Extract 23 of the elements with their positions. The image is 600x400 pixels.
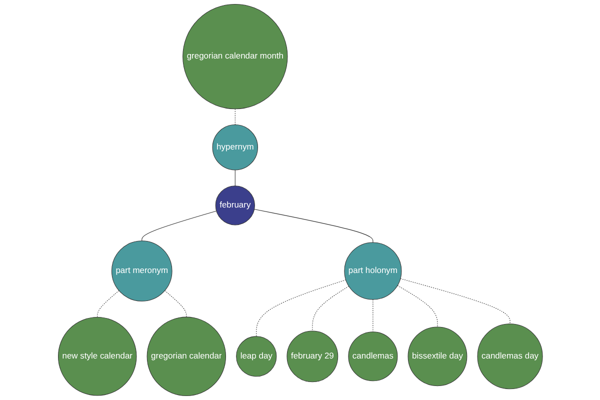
node-circle: hypernym [212, 124, 258, 170]
node-circle: candlemas day [476, 324, 542, 390]
node-circle: bissextile day [407, 326, 467, 386]
node-circle: candlemas [348, 332, 398, 382]
node-circle: new style calendar [58, 317, 136, 396]
node-circle: part meronym [111, 240, 172, 302]
connector [372, 299, 373, 332]
node-circle: february [214, 186, 255, 226]
connector [254, 208, 373, 243]
connector [141, 210, 216, 242]
connector [164, 290, 186, 318]
node-circle: gregorian calendar [146, 316, 226, 396]
connector [234, 108, 236, 126]
connector [96, 290, 119, 318]
node-circle: february 29 [286, 330, 338, 382]
connector [396, 285, 438, 328]
node-circle: part holonym [344, 242, 402, 300]
node-circle: gregorian calendar month [182, 4, 288, 110]
connector [400, 278, 510, 324]
connector [256, 280, 346, 337]
connector [312, 286, 349, 332]
connector [234, 170, 236, 186]
node-circle: leap day [236, 336, 276, 377]
